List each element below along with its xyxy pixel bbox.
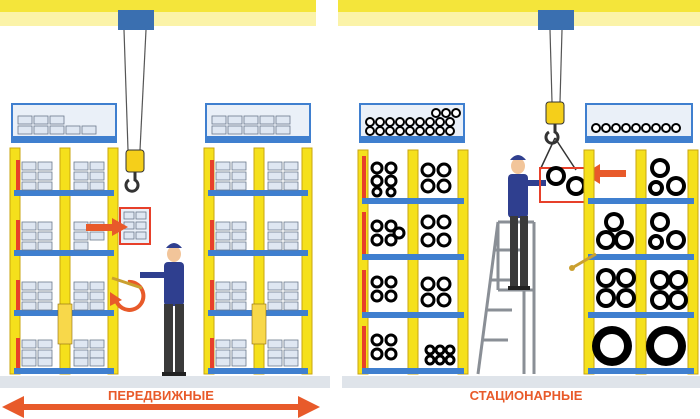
- mobile-rack-1: [9, 103, 119, 375]
- worker-right: [508, 155, 546, 290]
- floor: [0, 376, 700, 388]
- crane-hook-right: [538, 10, 577, 171]
- worker-left: [140, 243, 186, 376]
- rotate-handle-icon: [110, 276, 146, 312]
- push-arrow: [86, 218, 128, 236]
- caption-stationary: СТАЦИОНАРНЫЕ: [470, 388, 583, 403]
- stationary-rack-2: [569, 103, 699, 375]
- lifted-pipes: [539, 166, 589, 203]
- caption-mobile: ПЕРЕДВИЖНЫЕ: [108, 388, 214, 403]
- double-arrow: [2, 396, 320, 418]
- mobile-rack-2: [203, 103, 313, 375]
- stationary-rack-1: [357, 103, 469, 375]
- crane-hook-left: [118, 10, 154, 193]
- crane-rail: [0, 0, 700, 26]
